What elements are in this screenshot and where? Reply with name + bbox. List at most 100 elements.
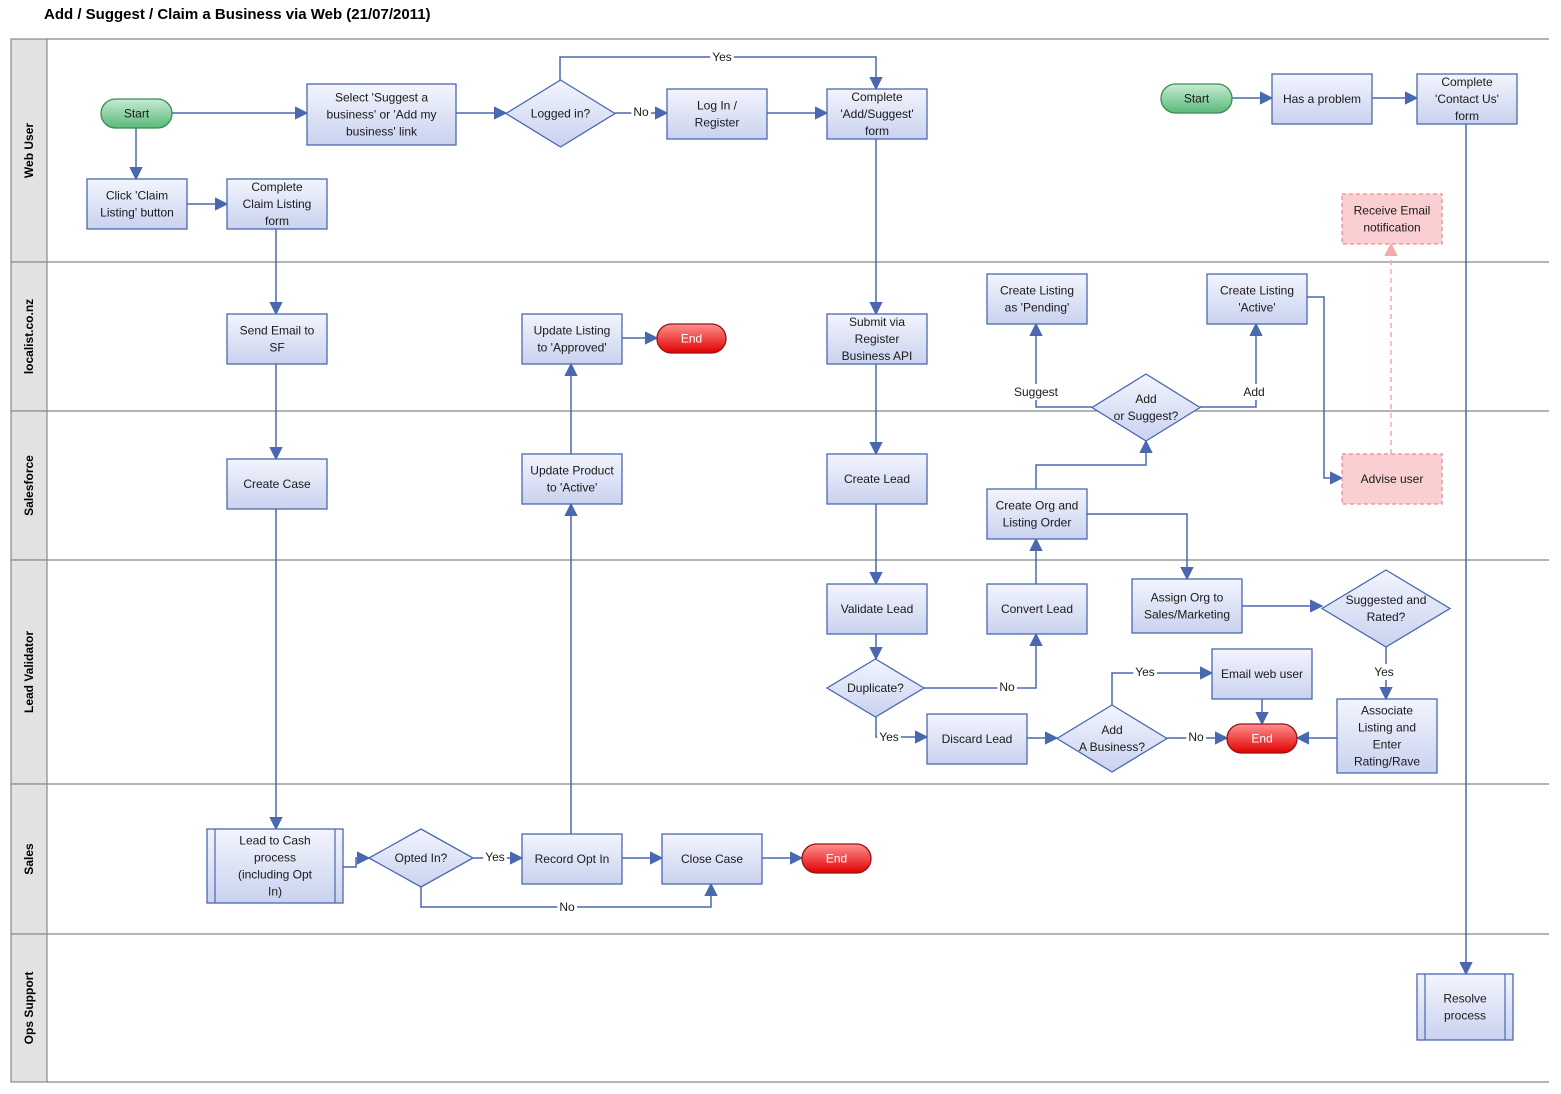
swimlane-label-bg (10, 38, 48, 263)
edge-label-text: Yes (879, 730, 899, 744)
node-label: Complete (1441, 75, 1493, 89)
node-end3: End (801, 843, 872, 874)
node-end2: End (1226, 723, 1298, 754)
edge-label-bg (631, 104, 651, 120)
end-terminal (1226, 723, 1298, 754)
node-createActive: Create Listing'Active' (1206, 273, 1308, 325)
swimlane-label-bg (10, 559, 48, 785)
node-label: Assign Org to (1151, 591, 1224, 605)
subprocess-box (1416, 973, 1514, 1041)
node-label: 'Add/Suggest' (840, 107, 913, 121)
edge-label: Add (1241, 384, 1267, 400)
node-createLead: Create Lead (826, 453, 928, 505)
node-label: to 'Active' (547, 481, 598, 495)
node-label: Discard Lead (942, 732, 1013, 746)
edge-label: Yes (877, 729, 901, 745)
node-label: Validate Lead (841, 602, 914, 616)
process-box (826, 583, 928, 635)
edge-label-bg (710, 49, 734, 65)
edge-label: No (631, 104, 651, 120)
edge-label-text: No (1188, 730, 1204, 744)
swimlane-ops: Ops Support (10, 933, 1549, 1083)
process-box (986, 273, 1088, 325)
swimlane-lv: Lead Validator (10, 559, 1549, 785)
node-label: Listing' button (100, 206, 174, 220)
node-label: form (865, 124, 889, 138)
page-title: Add / Suggest / Claim a Business via Web… (44, 6, 431, 23)
node-label: Sales/Marketing (1144, 608, 1230, 622)
swimlane-sales: Sales (10, 783, 1549, 935)
edge-label: No (997, 679, 1017, 695)
process-box (1416, 73, 1518, 125)
node-start1: Start (100, 98, 173, 129)
node-label: Submit via (849, 315, 905, 329)
node-end1: End (656, 323, 727, 354)
node-logIn: Log In /Register (666, 88, 768, 140)
edge-label-bg (1011, 384, 1061, 400)
edge-addOrSuggest-to-createActive (1200, 322, 1263, 408)
node-label: Enter (1373, 738, 1402, 752)
edge-createActive-to-adviseUser (1307, 296, 1344, 485)
swimlane-sf: Salesforce (10, 410, 1549, 561)
start-terminal (100, 98, 173, 129)
node-label: Start (1184, 92, 1210, 106)
node-label: Email web user (1221, 667, 1303, 681)
node-label: Update Product (530, 464, 614, 478)
node-contactUs: Complete'Contact Us'form (1416, 73, 1518, 125)
node-recordOptIn: Record Opt In (521, 833, 623, 885)
node-label: Receive Email (1354, 204, 1431, 218)
node-label: Opted In? (395, 851, 448, 865)
edge-label-text: Yes (485, 850, 505, 864)
swimlane-title: localist.co.nz (22, 299, 36, 374)
edge-label: Yes (1372, 664, 1396, 680)
edge-label-bg (557, 899, 577, 915)
process-box (826, 453, 928, 505)
node-label: process (1444, 1009, 1486, 1023)
node-label: Associate (1361, 704, 1413, 718)
node-label: Close Case (681, 852, 743, 866)
edge-label-text: No (633, 105, 649, 119)
node-label: notification (1363, 221, 1420, 235)
process-box (521, 833, 623, 885)
node-label: Business API (842, 349, 913, 363)
node-label: Rating/Rave (1354, 755, 1420, 769)
process-box (666, 88, 768, 140)
process-box (826, 313, 928, 365)
end-terminal (656, 323, 727, 354)
process-box (226, 458, 328, 510)
edge-leadToCash-to-optedIn (343, 851, 371, 868)
node-start2: Start (1160, 83, 1233, 114)
node-label: Create Case (243, 477, 311, 491)
edge-label-text: Add (1243, 385, 1264, 399)
node-resolve: Resolve process (1416, 973, 1514, 1041)
process-box (226, 178, 328, 230)
node-assignOrg: Assign Org to Sales/Marketing (1131, 578, 1243, 634)
process-box (521, 313, 623, 365)
node-label: A Business? (1079, 740, 1145, 754)
process-box (226, 313, 328, 365)
node-label: Complete (851, 90, 903, 104)
node-label: SF (269, 341, 284, 355)
edge-label-bg (997, 679, 1017, 695)
node-label: Start (124, 107, 150, 121)
node-label: Create Listing (1000, 284, 1074, 298)
edge-label-text: Suggest (1014, 385, 1059, 399)
node-label: Resolve (1443, 992, 1487, 1006)
process-box (86, 178, 188, 230)
start-terminal (1160, 83, 1233, 114)
swimlane-title: Ops Support (22, 972, 36, 1045)
decision-diamond (1090, 373, 1202, 442)
edge-label: No (1186, 729, 1206, 745)
node-hasProblem: Has a problem (1271, 73, 1373, 125)
node-label: Convert Lead (1001, 602, 1073, 616)
node-label: Update Listing (534, 324, 611, 338)
